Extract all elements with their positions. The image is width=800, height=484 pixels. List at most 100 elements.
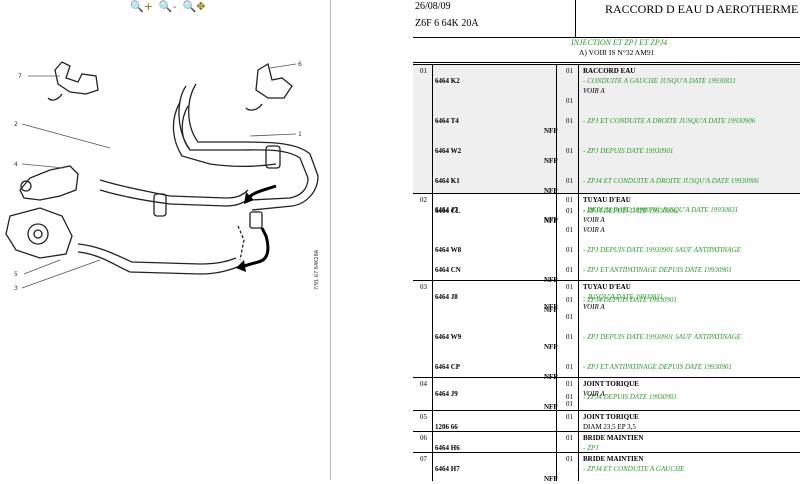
part-condition: - ZPJ DEPUIS DATE 19930901 — [583, 147, 674, 155]
applicability-text: INJECTION ET ZPJ ET ZPJ4 — [571, 38, 668, 47]
part-quantity: 01 — [566, 117, 573, 125]
part-condition: VOIR A — [583, 226, 605, 234]
doc-code: Z6F 6 64K 20A — [415, 18, 479, 29]
parts-diagram: 7 6 2 1 4 3 5 7/91 67 64K28A — [5, 61, 320, 292]
part-condition: - ZPJ4 DEPUIS DATE 19930906 — [583, 207, 677, 215]
part-quantity: 01 — [566, 434, 573, 442]
part-designation: TUYAU D'EAU — [583, 283, 631, 291]
part-condition: - ZPJ4 DEPUIS DATE 19930901 — [583, 393, 677, 401]
part-condition: - CONDUITE A GAUCHE JUSQU'A DATE 1993083… — [583, 77, 736, 85]
section-number: 01 — [420, 67, 427, 75]
part-condition: VOIR A — [583, 390, 605, 398]
part-quantity: 01 — [566, 363, 573, 371]
section-number: 03 — [420, 283, 427, 291]
nfp-flag: NFP — [544, 217, 558, 225]
part-designation: RACCORD EAU — [583, 67, 636, 75]
bracket-7 — [54, 61, 99, 95]
nfp-flag: NFP — [544, 216, 558, 224]
part-reference[interactable]: 6464 K1 — [435, 177, 460, 185]
nfp-flag: NFP — [544, 403, 558, 411]
part-reference[interactable]: 6464 W8 — [435, 246, 462, 254]
nfp-flag: NFP — [544, 127, 558, 135]
part-condition: - ZPJ DEPUIS DATE 19930901 SAUF ANTIPATI… — [583, 333, 741, 341]
part-condition: - ZPJ4 DEPUIS DATE 19930901 — [583, 296, 677, 304]
part-quantity: 01 — [566, 393, 573, 401]
callout-2: 2 — [14, 121, 18, 128]
part-quantity: 01 — [566, 177, 573, 185]
part-quantity: 01 — [566, 455, 573, 463]
part-quantity: 01 — [566, 266, 573, 274]
applicability-note: A) VOIR IS N°32 AM91 — [579, 48, 655, 57]
part-condition: - ZPJ ET ANTIPATINAGE DEPUIS DATE 199309… — [583, 363, 732, 371]
zoom-in-icon[interactable]: 🔍+ — [130, 0, 153, 13]
part-designation: TUYAU D'EAU — [583, 196, 631, 204]
part-quantity: 01 — [566, 207, 573, 215]
callout-3: 3 — [14, 285, 18, 292]
zoom-out-icon[interactable]: 🔍- — [158, 0, 177, 13]
callout-6: 6 — [298, 61, 302, 68]
hose-2 — [99, 179, 249, 199]
part-quantity: 01 — [566, 296, 573, 304]
part-quantity: 01 — [566, 97, 573, 105]
part-reference[interactable]: 6464 W9 — [435, 333, 462, 341]
doc-title: RACCORD D EAU D AEROTHERME — [605, 2, 799, 16]
parts-table: 01 6464 K2 01 RACCORD EAU - CONDUITE A GAUCH… — [413, 64, 800, 483]
part-quantity: 01 — [566, 147, 573, 155]
section-number: 07 — [420, 455, 427, 463]
part-condition: - ZPJ ET CONDUITE A DROITE JUSQU'A DATE … — [583, 117, 756, 125]
part-condition: VOIR A — [583, 303, 605, 311]
pipe-4 — [19, 165, 79, 201]
part-condition: - ZPJ DEPUIS DATE 19930901 SAUF ANTIPATI… — [583, 246, 741, 254]
part-condition: DIAM 23,5 EP 3,5 — [583, 423, 636, 431]
part-reference[interactable]: 6464 K2 — [435, 77, 460, 85]
part-condition: - ZPJ ET ANTIPATINAGE DEPUIS DATE 199309… — [583, 266, 732, 274]
part-reference[interactable]: 6464 J9 — [435, 390, 458, 398]
part-condition: - ZPJ — [583, 444, 599, 452]
nfp-flag: NFP — [544, 157, 558, 165]
part-section: 04 6464 J9 01 JOINT TORIQUE VOIR A 01 — [413, 377, 800, 410]
bracket-6 — [255, 62, 293, 99]
pump — [5, 207, 73, 259]
panel-divider — [330, 0, 331, 480]
part-quantity: 01 — [566, 226, 573, 234]
section-number: 02 — [420, 196, 427, 204]
part-reference[interactable]: 6464 T4 — [435, 117, 459, 125]
viewer-toolbar: 🔍+ 🔍- 🔍✥ — [130, 0, 206, 14]
nfp-flag: NFP — [544, 343, 558, 351]
part-reference[interactable]: 6464 W2 — [435, 147, 462, 155]
part-condition: - JUSQU'A DATE 19930831 — [583, 293, 664, 301]
callout-7: 7 — [18, 73, 22, 80]
doc-date: 26/08/09 — [415, 1, 451, 12]
parts-list-panel: 26/08/09 Z6F 6 64K 20A RACCORD D EAU D A… — [413, 0, 800, 483]
part-designation: JOINT TORIQUE — [583, 413, 639, 421]
part-reference[interactable]: 6464 CP — [435, 363, 461, 371]
callout-1: 1 — [298, 131, 302, 138]
pan-icon[interactable]: 🔍✥ — [182, 0, 206, 13]
part-reference[interactable]: 6464 J8 — [435, 293, 458, 301]
part-designation: BRIDE MAINTIEN — [583, 455, 644, 463]
section-number: 05 — [420, 413, 427, 421]
part-condition: - ZPJ4 ET CONDUITE A GAUCHE — [583, 465, 685, 473]
part-reference[interactable]: 6464 CN — [435, 266, 461, 274]
part-reference[interactable]: 6464 H7 — [435, 465, 460, 473]
part-quantity: 01 — [566, 283, 573, 291]
part-reference[interactable]: 6464 CL — [435, 207, 461, 215]
part-reference[interactable]: 6464 J7 — [435, 206, 458, 214]
part-quantity: 01 — [566, 196, 573, 204]
part-reference[interactable]: 6464 H6 — [435, 444, 460, 452]
section-number: 04 — [420, 380, 427, 388]
part-section: 03 6464 J8 NFP 01 TUYAU D'EAU - JUSQU'A DATE … — [413, 280, 800, 411]
nfp-flag: NFP — [544, 187, 558, 195]
part-designation: BRIDE MAINTIEN — [583, 434, 644, 442]
part-quantity: 01 — [566, 400, 573, 408]
hose-3 — [77, 243, 237, 265]
part-condition: - DEPUIS DATE 19900701 JUSQU'A DATE 1993… — [583, 206, 739, 214]
part-reference[interactable]: 1206 66 — [435, 423, 458, 431]
part-quantity: 01 — [566, 246, 573, 254]
part-designation: JOINT TORIQUE — [583, 380, 639, 388]
part-section: 01 6464 K2 01 RACCORD EAU - CONDUITE A GAUCH… — [413, 64, 800, 225]
